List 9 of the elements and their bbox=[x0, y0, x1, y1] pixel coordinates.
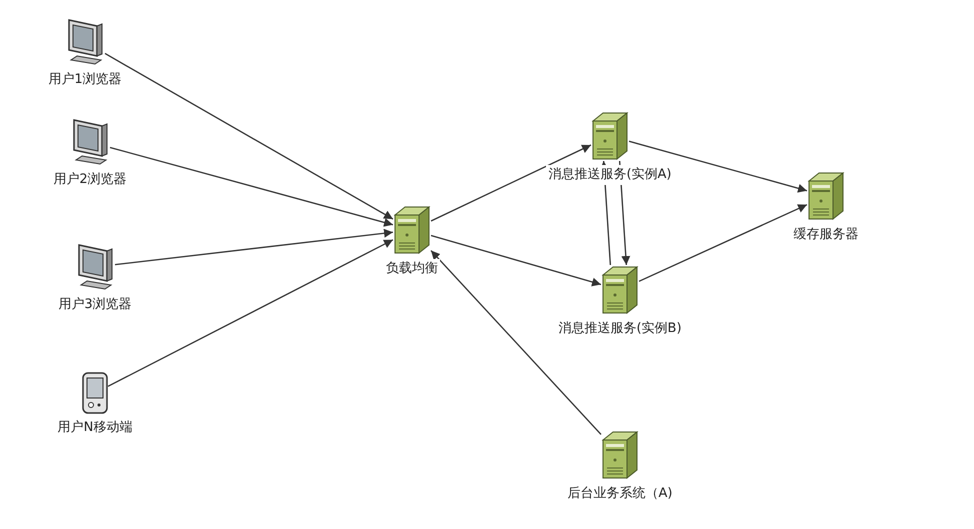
arrow bbox=[638, 204, 808, 282]
arrow bbox=[104, 52, 394, 220]
arrow bbox=[430, 250, 602, 435]
arrow bbox=[114, 228, 394, 266]
arrow bbox=[110, 146, 394, 227]
arrow bbox=[108, 239, 394, 387]
arrow bbox=[430, 234, 602, 286]
arrow bbox=[430, 144, 592, 222]
arrow bbox=[628, 140, 808, 193]
